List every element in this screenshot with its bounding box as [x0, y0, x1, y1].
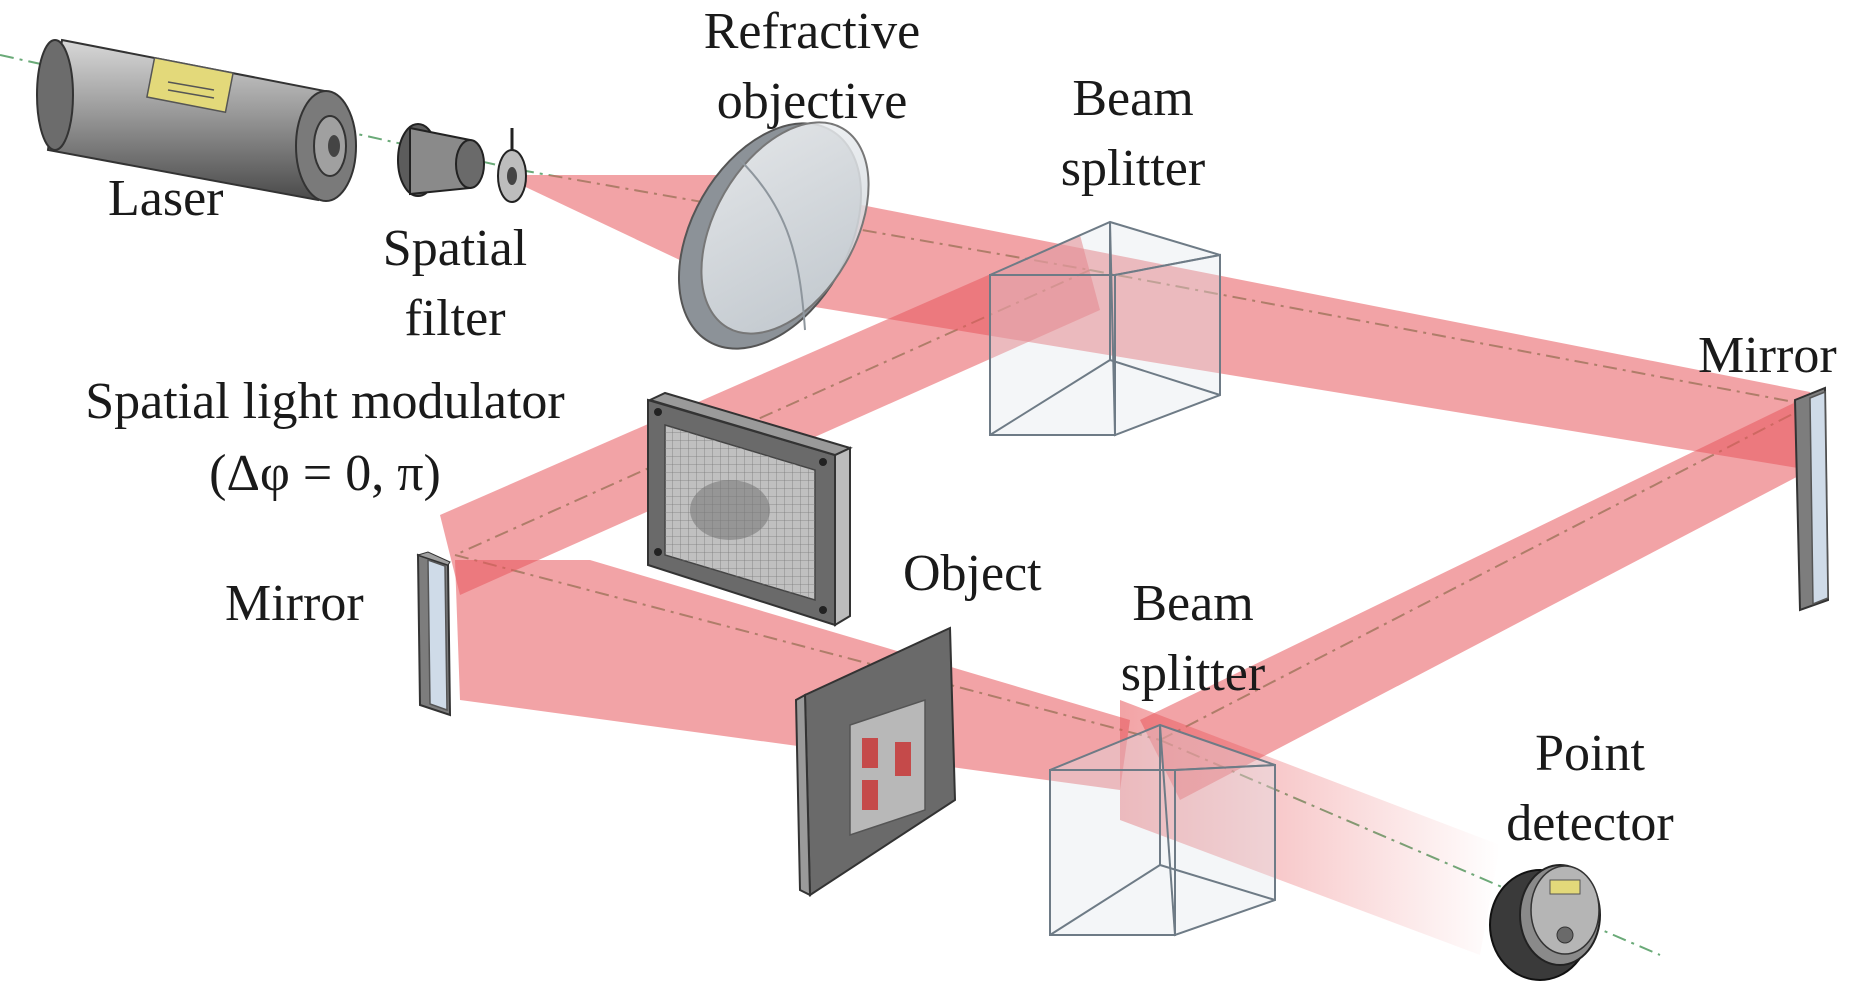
label-mirror-left: Mirror — [225, 575, 364, 632]
label-spatial-filter-1: Spatial — [383, 220, 527, 277]
spatial-light-modulator-icon — [647, 391, 853, 627]
label-laser: Laser — [108, 170, 223, 227]
label-beam-splitter-bottom-1: Beam — [1132, 575, 1253, 632]
label-beam-splitter-bottom-2: splitter — [1121, 645, 1265, 702]
beam-right-to-bottom — [1140, 400, 1810, 800]
label-slm-1: Spatial light modulator — [85, 373, 565, 430]
beam-splitter-bottom-icon — [1049, 723, 1276, 937]
label-point-detector-1: Point — [1535, 725, 1645, 782]
label-beam-splitter-top-2: splitter — [1061, 140, 1205, 197]
label-beam-splitter-top-1: Beam — [1072, 70, 1193, 127]
label-refractive-objective-1: Refractive — [704, 3, 921, 60]
diagram-labels: Laser Spatial filter Refractive objectiv… — [85, 3, 1836, 852]
label-slm-2: (Δφ = 0, π) — [209, 445, 441, 502]
object-icon — [794, 626, 957, 897]
mirror-right-icon — [1793, 386, 1830, 612]
point-detector-icon — [1489, 864, 1601, 981]
beam-top-right — [735, 180, 1810, 470]
laser-icon — [36, 38, 357, 202]
label-spatial-filter-2: filter — [404, 290, 505, 347]
mirror-left-icon — [416, 551, 452, 717]
beam-splitter-top-icon — [989, 220, 1221, 437]
beam-to-left-mirror — [440, 235, 1100, 595]
spatial-filter-icon — [397, 123, 527, 203]
refractive-objective-icon — [677, 121, 870, 350]
label-object: Object — [903, 545, 1042, 602]
label-refractive-objective-2: objective — [717, 73, 908, 130]
beam-left-to-bottom — [455, 560, 1130, 790]
beam-to-detector — [1120, 700, 1500, 955]
laser-beams — [440, 175, 1810, 955]
label-mirror-right: Mirror — [1698, 327, 1837, 384]
label-point-detector-2: detector — [1506, 795, 1673, 852]
